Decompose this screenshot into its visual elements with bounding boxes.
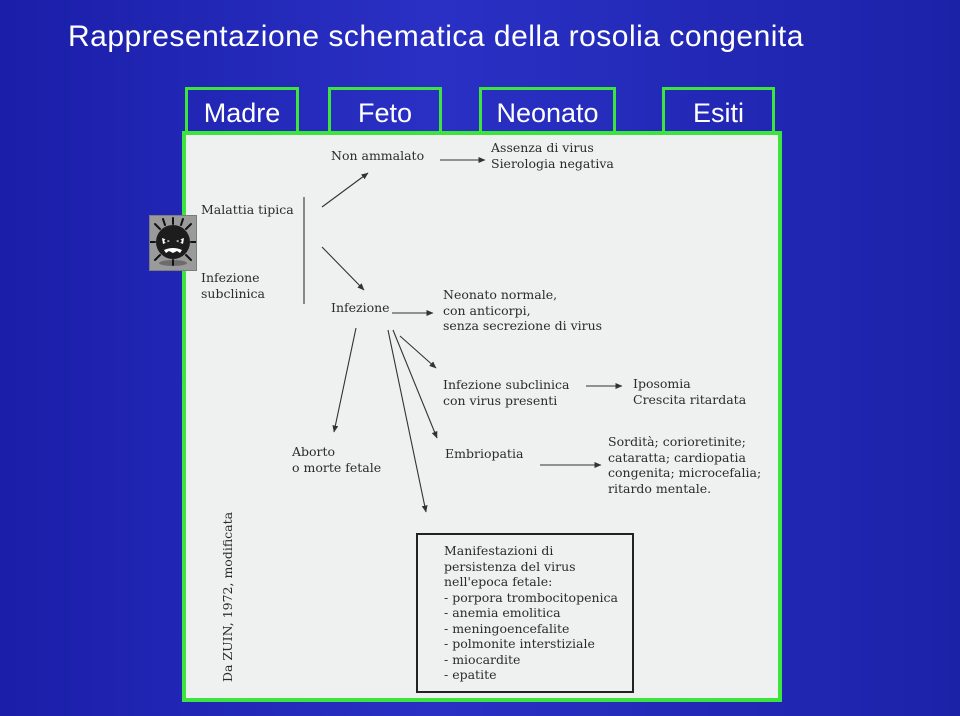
label-non-ammalato: Non ammalato (331, 148, 425, 163)
label-esiti-embriopatia: Sordità; corioretinite; cataratta; cardi… (608, 434, 762, 496)
label-neonato-normale: Neonato normale, con anticorpi, senza se… (443, 287, 603, 333)
label-infezione-subclinica-neonato: Infezione subclinica con virus presenti (443, 377, 570, 408)
label-malattia-tipica: Malattia tipica (201, 202, 294, 217)
diagram-panel (182, 131, 782, 702)
column-header-esiti: Esiti (662, 87, 775, 131)
source-credit: Da ZUIN, 1972, modificata (220, 511, 235, 682)
arrow-to-aborto (332, 327, 357, 433)
label-assenza-virus: Assenza di virus Sierologia negativa (491, 140, 614, 171)
label-iposomia: Iposomia Crescita ritardata (633, 376, 747, 407)
slide-title: Rappresentazione schematica della rosoli… (68, 20, 804, 53)
virus-icon (149, 215, 197, 271)
column-header-madre: Madre (185, 87, 299, 131)
label-infezione-subclinica-madre: Infezione subclinica (201, 270, 265, 301)
label-manifestazioni: Manifestazioni di persistenza del virus … (444, 543, 618, 682)
arrow-to-non-ammalato (321, 172, 369, 208)
arrow-to-embriopatia (392, 329, 438, 439)
fetal-manifestations-box: Manifestazioni di persistenza del virus … (416, 533, 634, 693)
arrow-to-infezione-subclinica (399, 335, 437, 369)
column-header-neonato: Neonato (479, 87, 616, 131)
label-embriopatia: Embriopatia (445, 446, 524, 461)
label-aborto: Aborto o morte fetale (292, 444, 382, 475)
label-infezione: Infezione (331, 300, 390, 315)
column-header-feto: Feto (328, 87, 442, 131)
arrow-to-manifestazioni (387, 329, 428, 513)
arrow-to-infezione (321, 246, 365, 291)
